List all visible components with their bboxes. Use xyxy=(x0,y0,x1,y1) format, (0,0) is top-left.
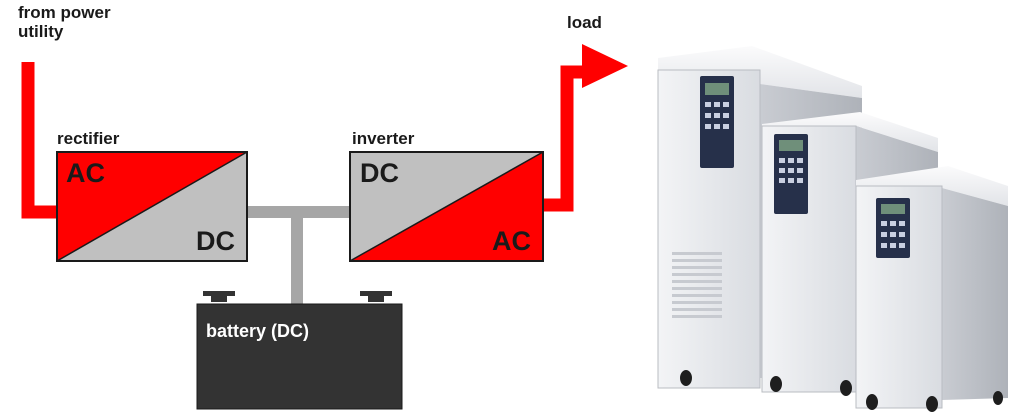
utility-power-line xyxy=(21,62,58,219)
utility-label-line2: utility xyxy=(18,22,64,41)
rectifier-block xyxy=(56,151,248,262)
utility-label-line1: from power xyxy=(18,3,111,22)
load-label: load xyxy=(567,13,602,32)
inverter-block xyxy=(349,151,544,262)
rectifier-title: rectifier xyxy=(57,129,120,148)
battery-label: battery (DC) xyxy=(206,321,310,341)
dc-bus-vertical xyxy=(291,212,303,306)
inverter-title: inverter xyxy=(352,129,415,148)
battery-block xyxy=(196,291,403,410)
rectifier-input-label: AC xyxy=(66,158,105,188)
battery-terminal-left xyxy=(211,292,227,302)
load-arrow-icon xyxy=(582,44,628,88)
load-power-line xyxy=(543,65,590,212)
battery-terminal-right xyxy=(368,292,384,302)
inverter-input-label: DC xyxy=(360,158,399,188)
ups-cabinets-photo xyxy=(657,46,1008,412)
inverter-output-label: AC xyxy=(492,226,531,256)
ups-cabinet-small xyxy=(855,166,1008,412)
rectifier-output-label: DC xyxy=(196,226,235,256)
